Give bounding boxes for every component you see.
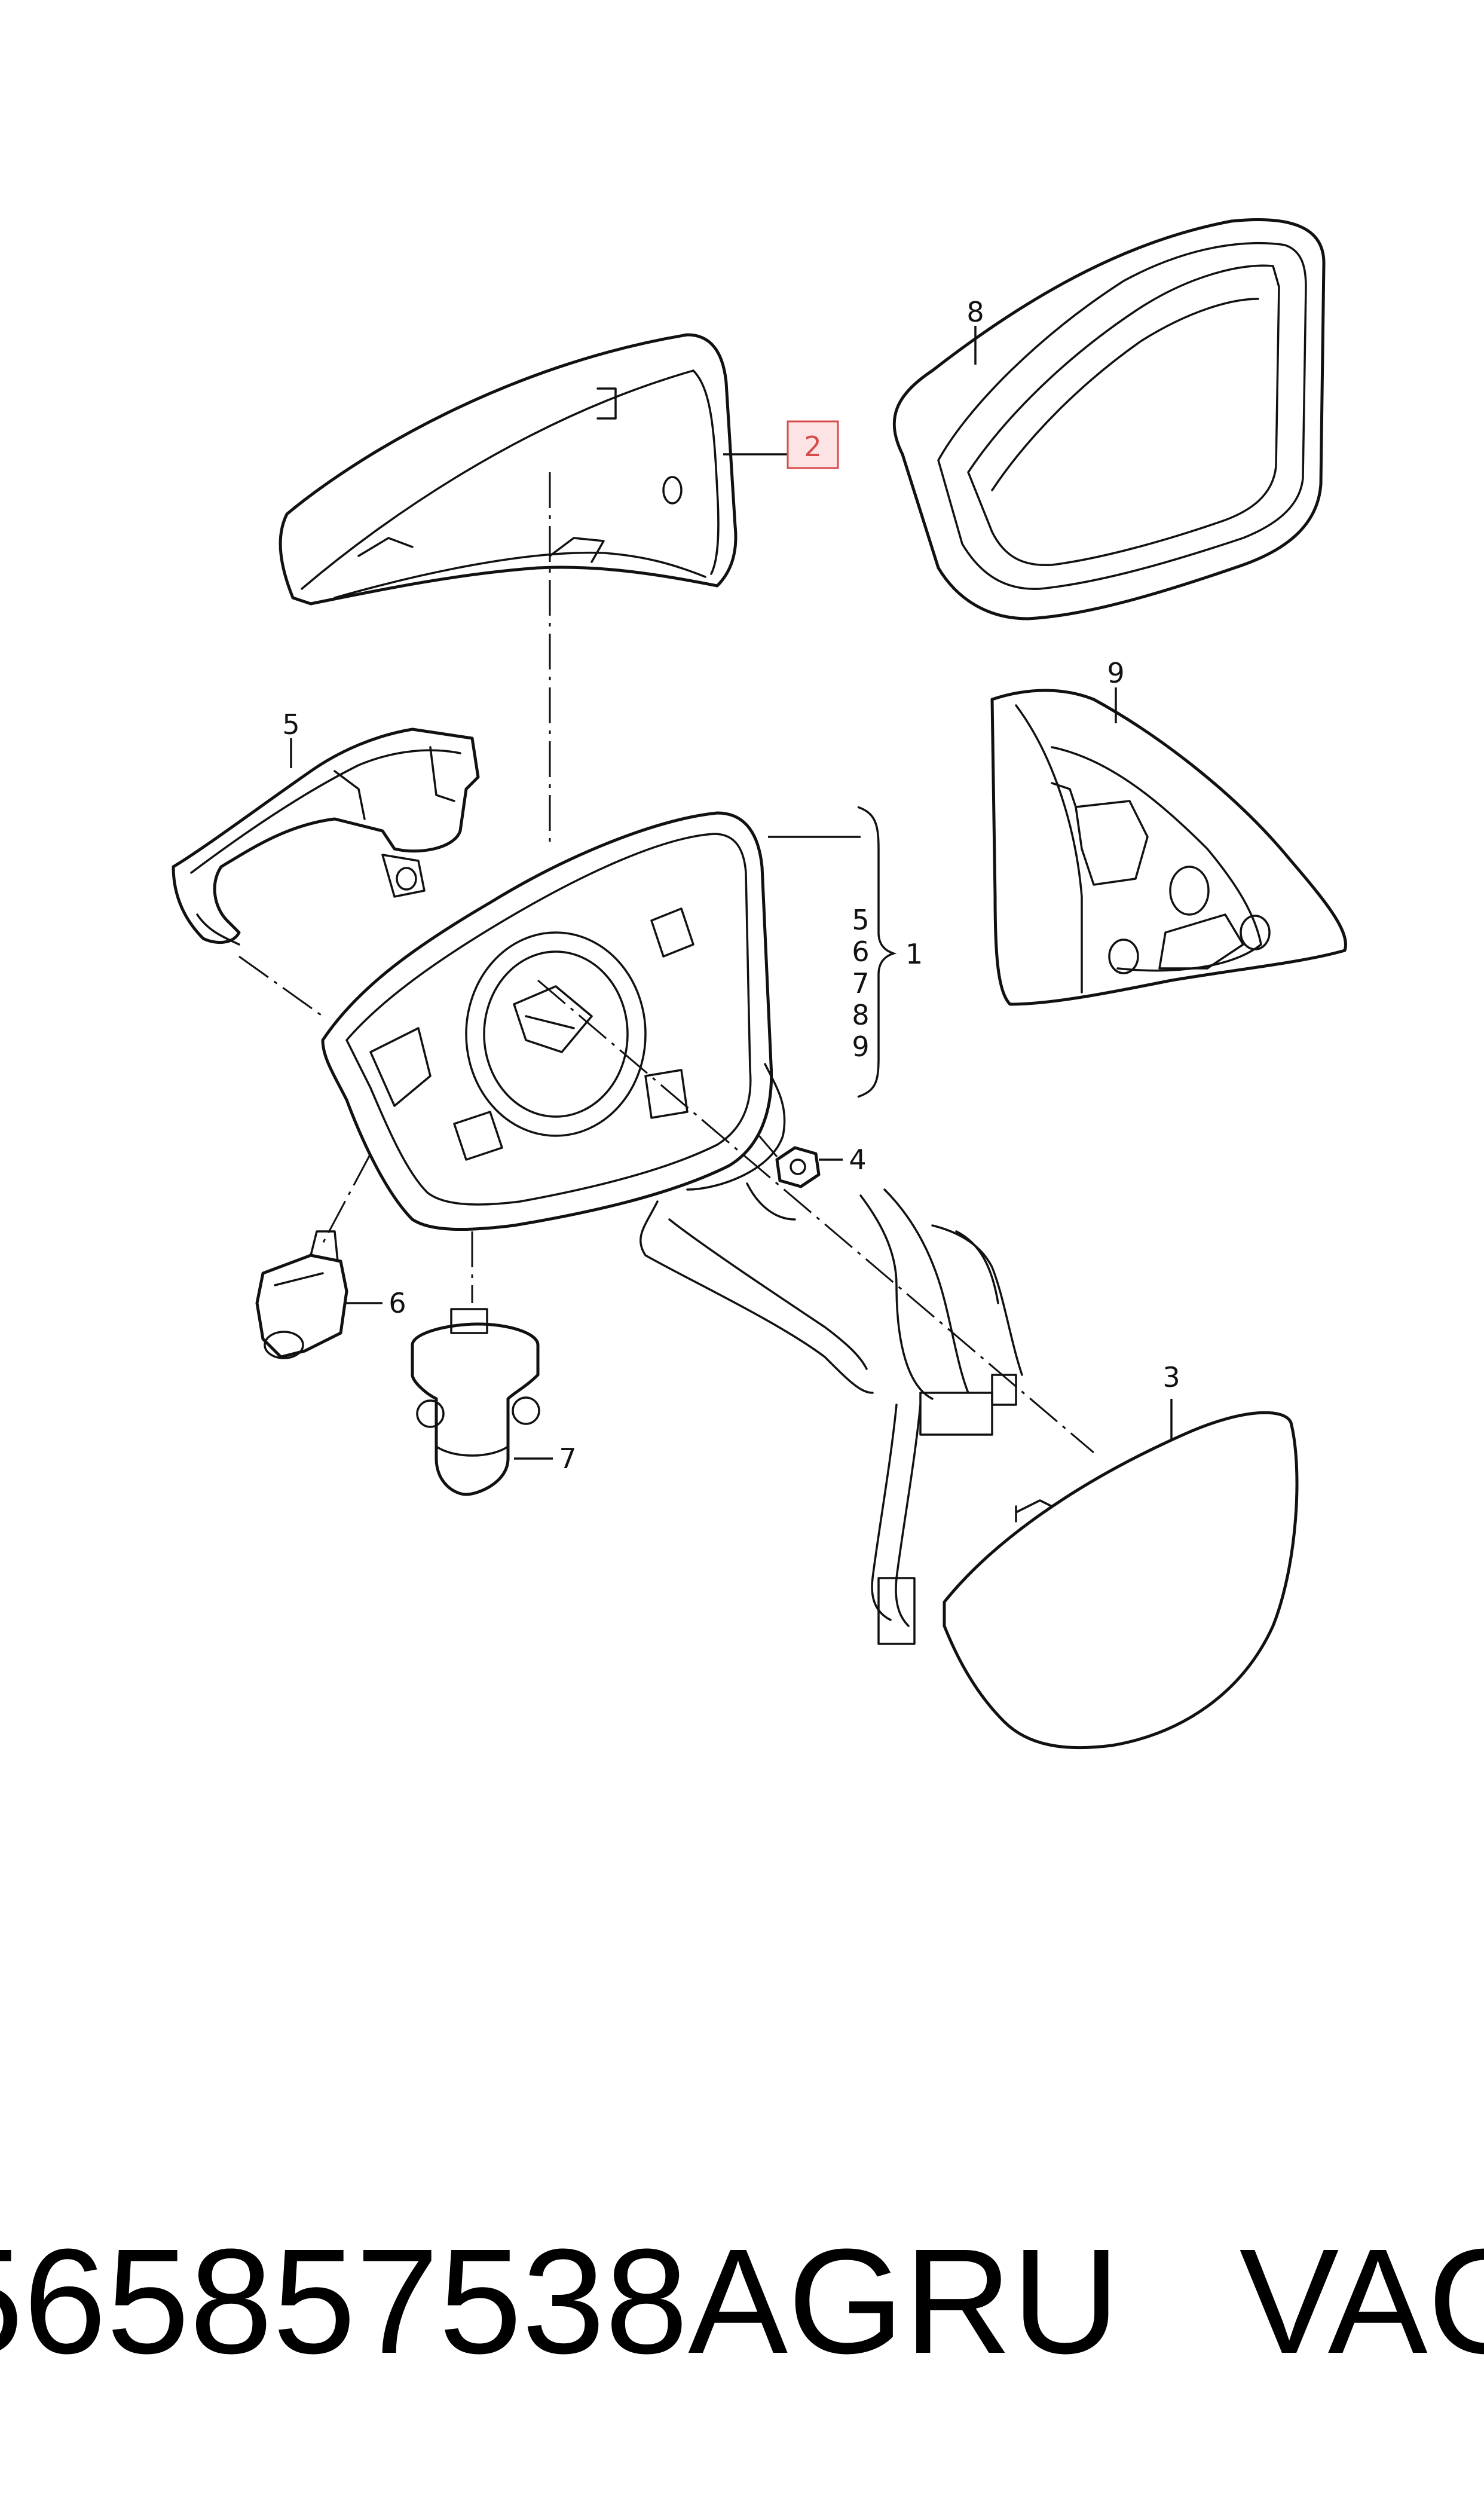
mirror-housing-part — [321, 811, 796, 1231]
part-number-footer: 565857538AGRU VAG — [0, 2212, 1484, 2391]
lamp-socket-part — [255, 1230, 348, 1359]
bracket-item-5: 5 — [852, 904, 869, 936]
mirror-cap-part — [279, 333, 738, 606]
actuator-part — [411, 1308, 540, 1496]
callout-3: 3 — [1162, 1361, 1180, 1393]
callout-2-highlight[interactable]: 2 — [787, 420, 839, 469]
turn-signal-part — [172, 727, 480, 946]
callout-2: 2 — [804, 430, 821, 463]
callout-9: 9 — [1107, 657, 1124, 689]
bracket-item-9: 9 — [852, 1031, 869, 1063]
assembly-axis-glass — [537, 979, 1094, 1454]
callout-5: 5 — [282, 708, 299, 741]
part-number: 565857538AGRU — [0, 2218, 1120, 2384]
assembly-axis-turn-signal — [238, 955, 323, 1017]
callout-4: 4 — [849, 1144, 866, 1176]
callout-7: 7 — [559, 1442, 576, 1475]
bracket-1 — [857, 806, 897, 1098]
brand-name: VAG — [1239, 2218, 1484, 2384]
mirror-glass-part — [943, 1411, 1299, 1750]
wiring-harness-part — [640, 1188, 1023, 1645]
bracket-item-8: 8 — [852, 999, 869, 1031]
bracket-item-6: 6 — [852, 936, 869, 968]
callout-1: 1 — [905, 938, 923, 970]
callout-6: 6 — [388, 1287, 406, 1319]
bracket-item-7: 7 — [852, 967, 869, 999]
mirror-mount-part — [990, 689, 1347, 1006]
callout-8: 8 — [966, 296, 984, 328]
nut-part — [775, 1146, 821, 1188]
assembly-axis-socket — [322, 1153, 372, 1244]
mirror-exploded-diagram: 2 8 9 5 1 5 6 7 8 9 4 6 7 3 — [172, 218, 1347, 1750]
assembly-axis-nut — [758, 1135, 778, 1157]
mirror-frame-part — [892, 218, 1326, 620]
